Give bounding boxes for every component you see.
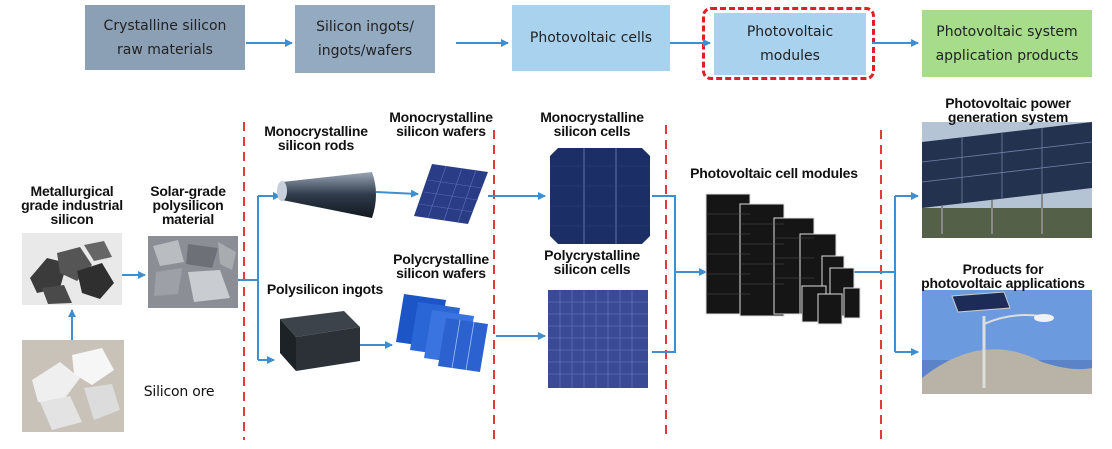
- metallurgical-silicon-image: [22, 233, 122, 305]
- label-mono-rods: Monocrystalline silicon rods: [264, 123, 368, 153]
- label-solar-grade-polysilicon: Solar-grade polysilicon material: [150, 183, 226, 227]
- label-mono-wafers: Monocrystalline silicon wafers: [389, 109, 493, 139]
- label-polysilicon-ingots: Polysilicon ingots: [266, 281, 384, 297]
- cells-to-modules-merge-line: [652, 195, 698, 353]
- modules-to-applications-line: [850, 196, 896, 352]
- silicon-ore-image: [22, 340, 124, 432]
- flow-box-modules-label: Photovoltaic modules: [746, 24, 834, 64]
- label-metallurgical-silicon: Metallurgical grade industrial silicon: [21, 183, 123, 227]
- flow-box-ingots-label: Silicon ingots/ ingots/wafers: [316, 19, 414, 59]
- photovoltaic-module-stack-image: [704, 190, 864, 330]
- label-silicon-ore: Silicon ore: [143, 384, 215, 400]
- label-power-generation-system: Photovoltaic power generation system: [945, 95, 1071, 125]
- rods-to-wafers-arrow: [375, 189, 419, 198]
- flow-box-cells-label: Photovoltaic cells: [529, 30, 653, 46]
- flow-box-modules: Photovoltaic modules: [714, 13, 866, 75]
- flow-box-cells: Photovoltaic cells: [512, 5, 670, 71]
- flow-box-application-products: Photovoltaic system application products: [922, 10, 1092, 77]
- label-poly-cells: Polycrystalline silicon cells: [544, 247, 640, 277]
- flow-box-raw-materials-label: Crystalline silicon raw materials: [103, 17, 227, 58]
- label-photovoltaic-products: Products for photovoltaic applications: [921, 261, 1085, 291]
- flow-box-application-products-label: Photovoltaic system application products: [935, 23, 1079, 64]
- power-generation-system-image: [922, 122, 1092, 238]
- label-mono-cells: Monocrystalline silicon cells: [540, 109, 644, 139]
- flow-box-raw-materials: Crystalline silicon raw materials: [85, 5, 245, 70]
- label-cell-modules: Photovoltaic cell modules: [690, 165, 858, 181]
- polycrystalline-cell-image: [548, 290, 648, 388]
- flow-box-ingots: Silicon ingots/ ingots/wafers: [295, 5, 435, 73]
- label-poly-wafers: Polycrystalline silicon wafers: [393, 251, 489, 281]
- polysilicon-ingot-image: [270, 305, 362, 375]
- monocrystalline-rod-image: [276, 168, 380, 220]
- photovoltaic-products-image: [922, 290, 1092, 394]
- polycrystalline-wafer-image: [390, 288, 492, 384]
- solar-grade-polysilicon-image: [148, 236, 238, 308]
- monocrystalline-cell-image: [548, 146, 652, 246]
- monocrystalline-wafer-image: [410, 160, 490, 228]
